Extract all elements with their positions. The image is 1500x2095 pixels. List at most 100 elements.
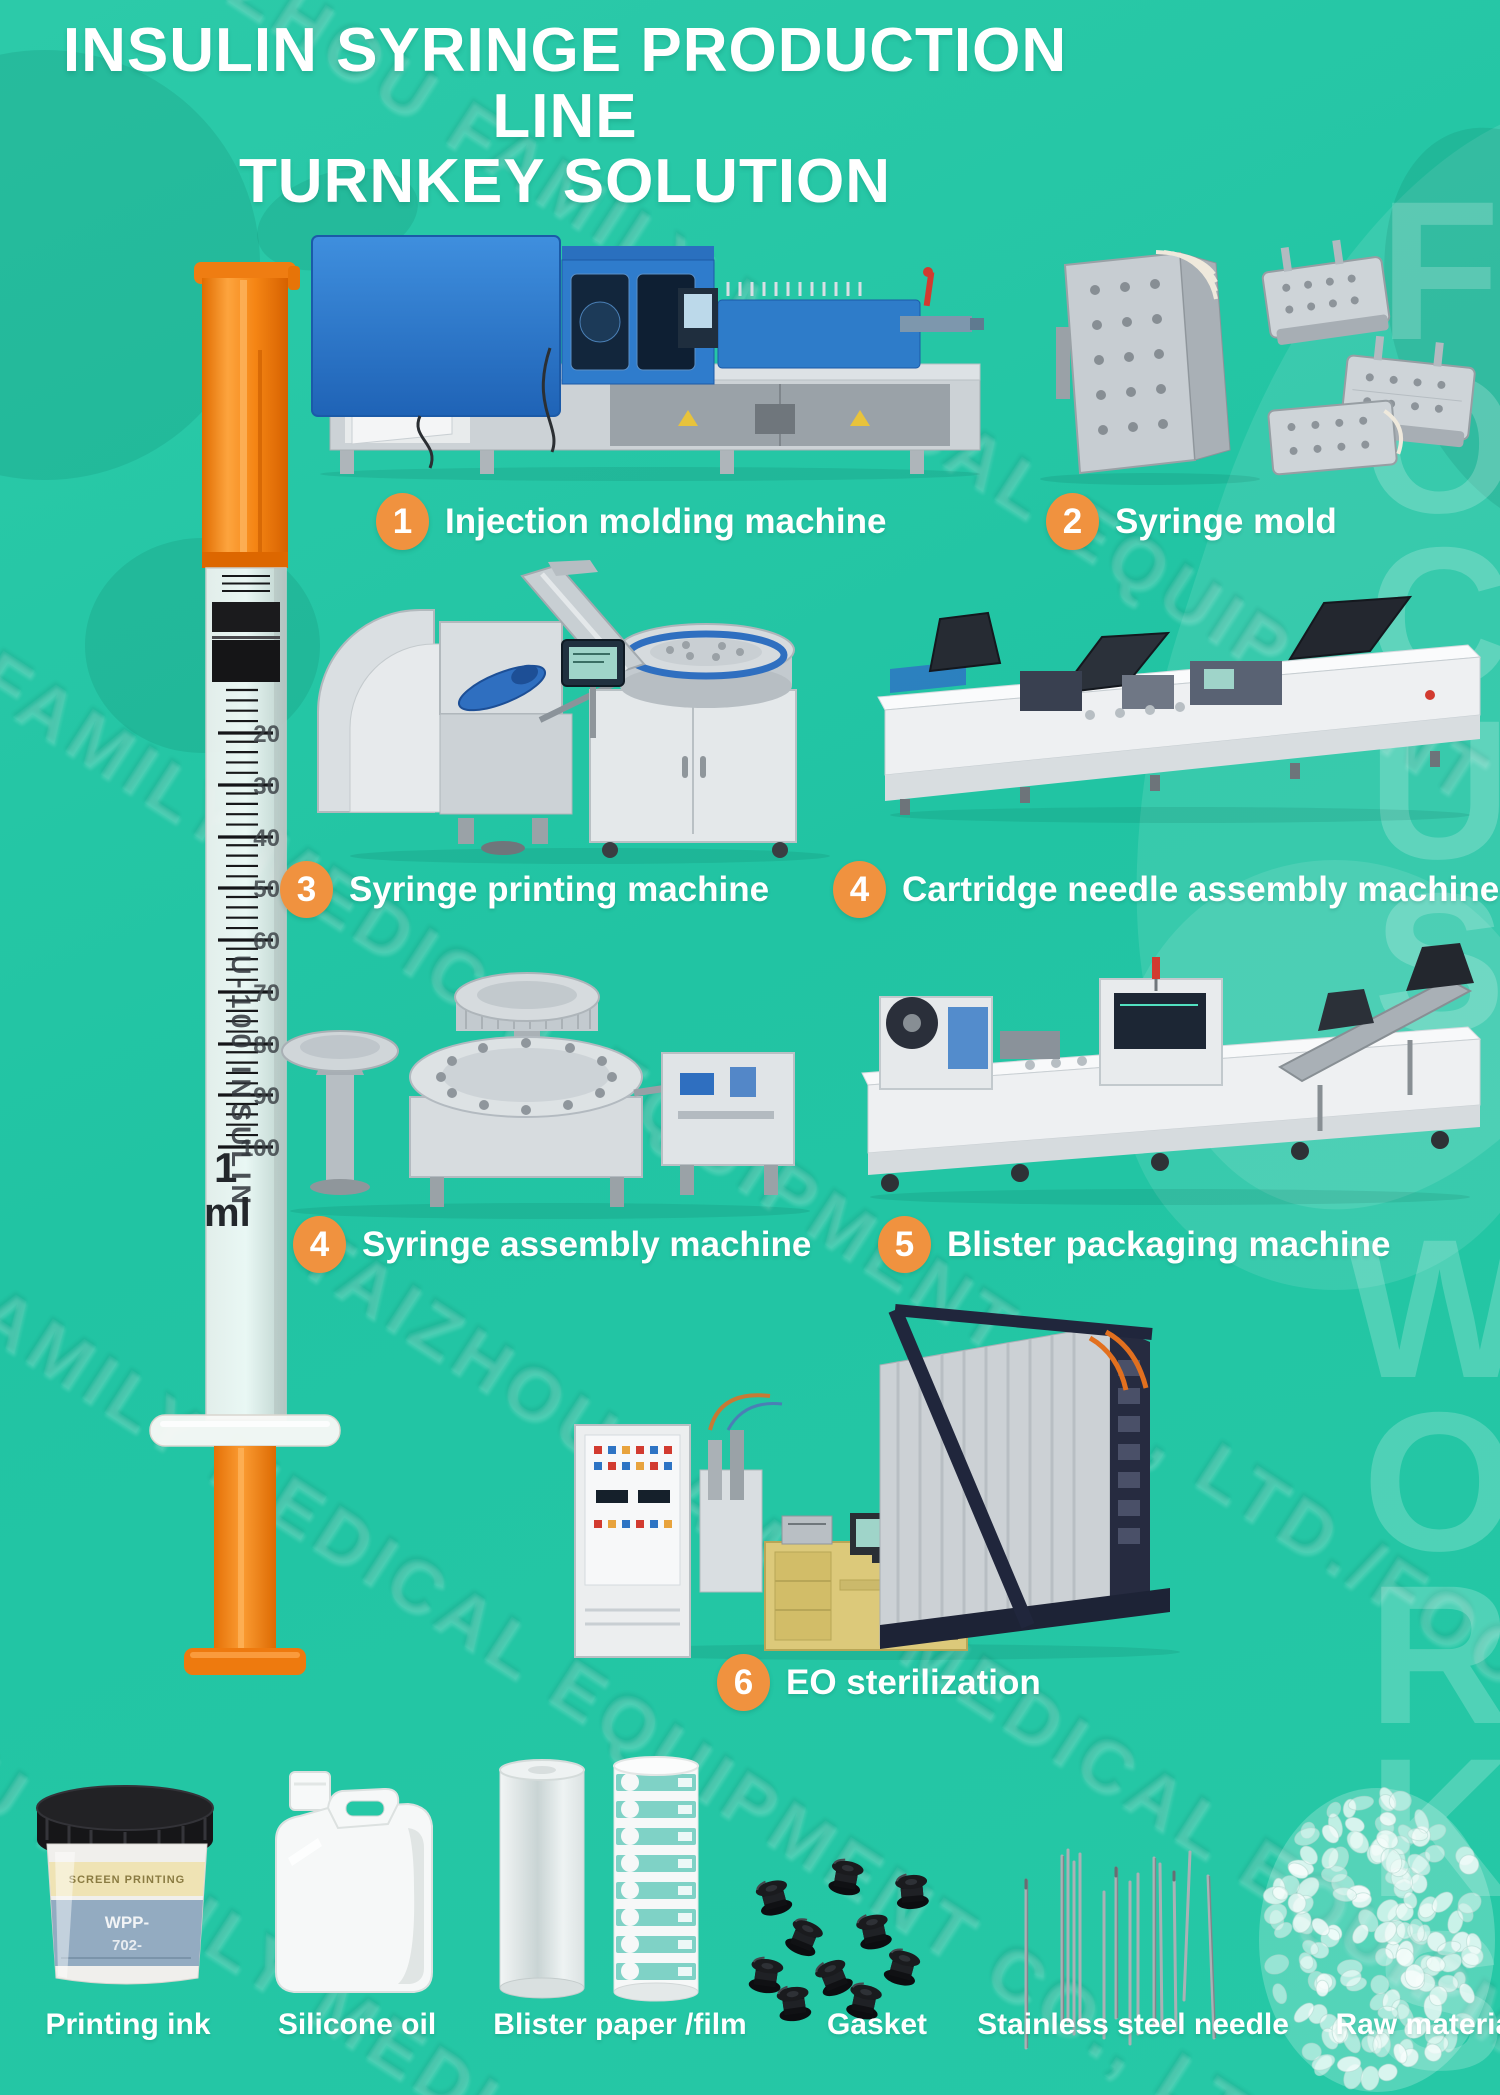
svg-text:90: 90 [253, 1083, 280, 1110]
hmi-screen [561, 639, 625, 738]
step-3-label: Syringe printing machine [349, 869, 770, 909]
stainless-steel-needle-photo [1024, 1848, 1217, 2050]
casters [881, 1131, 1449, 1192]
ink-model-1: WPP- [105, 1913, 149, 1932]
needle-edges [1026, 1856, 1217, 2048]
syringe-assembly-machine-photo [281, 972, 810, 1219]
film-roll-section [879, 996, 993, 1090]
scale-numbers: 20 30 40 50 60 70 80 90 100 [240, 721, 280, 1162]
main-cabinet [589, 689, 797, 858]
svg-text:30: 30 [253, 773, 280, 800]
large-mold-block [1056, 250, 1231, 475]
step-5-badge: 5 [878, 1216, 931, 1273]
left-bowl-feeder [281, 1030, 399, 1195]
page-title: INSULIN SYRINGE PRODUCTION LINE TURNKEY … [0, 18, 1130, 215]
machine-deck [877, 644, 1482, 815]
pellets [1262, 1786, 1484, 2091]
material-label-needle: Stainless steel needle [977, 2008, 1289, 2041]
aux-equipment [699, 1393, 783, 1593]
ink-model-2: 702- [112, 1937, 142, 1954]
material-label-silicone-oil: Silicone oil [277, 2008, 437, 2041]
svg-text:20: 20 [253, 721, 280, 748]
material-label-raw-material: Raw material [1335, 2008, 1500, 2041]
eo-sterilization-photo [574, 1304, 1180, 1660]
print-head [457, 664, 547, 712]
rotary-turntable [409, 1036, 643, 1207]
control-cabinet [1099, 957, 1223, 1086]
ink-band-text: SCREEN PRINTING [69, 1874, 185, 1886]
syringe-flange [149, 1414, 341, 1447]
door-frame-top [894, 1304, 1153, 1340]
material-label-gasket: Gasket [826, 2008, 928, 2041]
svg-text:50: 50 [253, 876, 280, 903]
clear-film-roll [499, 1759, 585, 1999]
step-4-cartridge-badge: 4 [833, 861, 886, 918]
major-ticks [218, 731, 273, 1149]
syringe-barrel: 20 30 40 50 60 70 80 90 100 U-100 INSULI… [204, 567, 287, 1421]
cable [416, 415, 434, 469]
step-3-badge: 3 [280, 861, 333, 918]
insulin-syringe-illustration: 20 30 40 50 60 70 80 90 100 U-100 INSULI… [149, 262, 341, 1675]
step-2: 2 Syringe mold [1046, 493, 1337, 550]
raw-material-photo [1259, 1786, 1495, 2092]
material-label-printing-ink: Printing ink [45, 2008, 211, 2041]
right-assembly-unit [633, 1052, 795, 1195]
syringe-cap [194, 262, 300, 568]
small-mold-plate [1261, 239, 1391, 345]
step-4-assembly: 4 Syringe assembly machine [293, 1216, 811, 1273]
svg-text:60: 60 [253, 928, 280, 955]
step-3: 3 Syringe printing machine [280, 861, 769, 918]
deck-details [1000, 1031, 1087, 1070]
blister-paper-film-photo [499, 1756, 699, 2002]
injection-molding-machine-photo [311, 235, 984, 481]
step-5-label: Blister packaging machine [947, 1224, 1391, 1264]
door-frame-diagonal [888, 1307, 1035, 1629]
svg-text:40: 40 [253, 825, 280, 852]
step-4-cartridge-label: Cartridge needle assembly machine [902, 869, 1500, 909]
step-1-label: Injection molding machine [445, 501, 887, 541]
step-6-label: EO sterilization [786, 1662, 1041, 1702]
step-6: 6 EO sterilization [717, 1654, 1041, 1711]
vibratory-bowl [617, 623, 795, 708]
syringe-printing-machine-photo [317, 560, 830, 864]
jerrycan-body [275, 1802, 433, 1993]
printing-ink-photo: SCREEN PRINTING WPP- 702- [36, 1785, 214, 1985]
step-1: 1 Injection molding machine [376, 493, 886, 550]
syringe-mold-photo [1040, 239, 1476, 485]
plunger-seal [212, 602, 280, 682]
barrel-brand-text: U-100 INSULIN [226, 955, 256, 1209]
printed-paper-roll [613, 1756, 699, 2002]
step-4-cartridge: 4 Cartridge needle assembly machine [833, 861, 1499, 918]
injection-unit [678, 267, 984, 369]
step-5: 5 Blister packaging machine [878, 1216, 1390, 1273]
guard-panels [317, 609, 443, 813]
needles [1024, 1848, 1216, 2050]
step-4-assembly-label: Syringe assembly machine [362, 1224, 812, 1264]
control-cabinet [574, 1424, 691, 1658]
feeder-box [439, 621, 573, 855]
step-1-badge: 1 [376, 493, 429, 550]
step-2-badge: 2 [1046, 493, 1099, 550]
incline-conveyor [1278, 943, 1474, 1131]
process-modules [1020, 661, 1435, 720]
cable [541, 347, 556, 453]
graduation-ticks [222, 575, 270, 1137]
syringe-plunger [184, 1446, 306, 1675]
step-6-badge: 6 [717, 1654, 770, 1711]
cartridge-needle-assembly-machine-photo [877, 595, 1482, 823]
handle-hole [345, 1800, 385, 1817]
svg-text:80: 80 [253, 1032, 280, 1059]
svg-text:100: 100 [240, 1135, 280, 1162]
silicone-oil-photo [275, 1771, 433, 1993]
step-2-label: Syringe mold [1115, 501, 1337, 541]
blister-packaging-machine-photo [861, 943, 1482, 1205]
title-line-1: INSULIN SYRINGE PRODUCTION LINE [62, 16, 1068, 151]
volume-unit: ml [204, 1191, 251, 1235]
step-4-assembly-badge: 4 [293, 1216, 346, 1273]
gasket-photo [746, 1856, 931, 2025]
small-mold-plate [1267, 399, 1403, 476]
material-label-blister-paper: Blister paper /film [493, 2008, 747, 2041]
volume-number: 1 [214, 1144, 237, 1191]
title-line-2: TURNKEY SOLUTION [238, 147, 892, 217]
